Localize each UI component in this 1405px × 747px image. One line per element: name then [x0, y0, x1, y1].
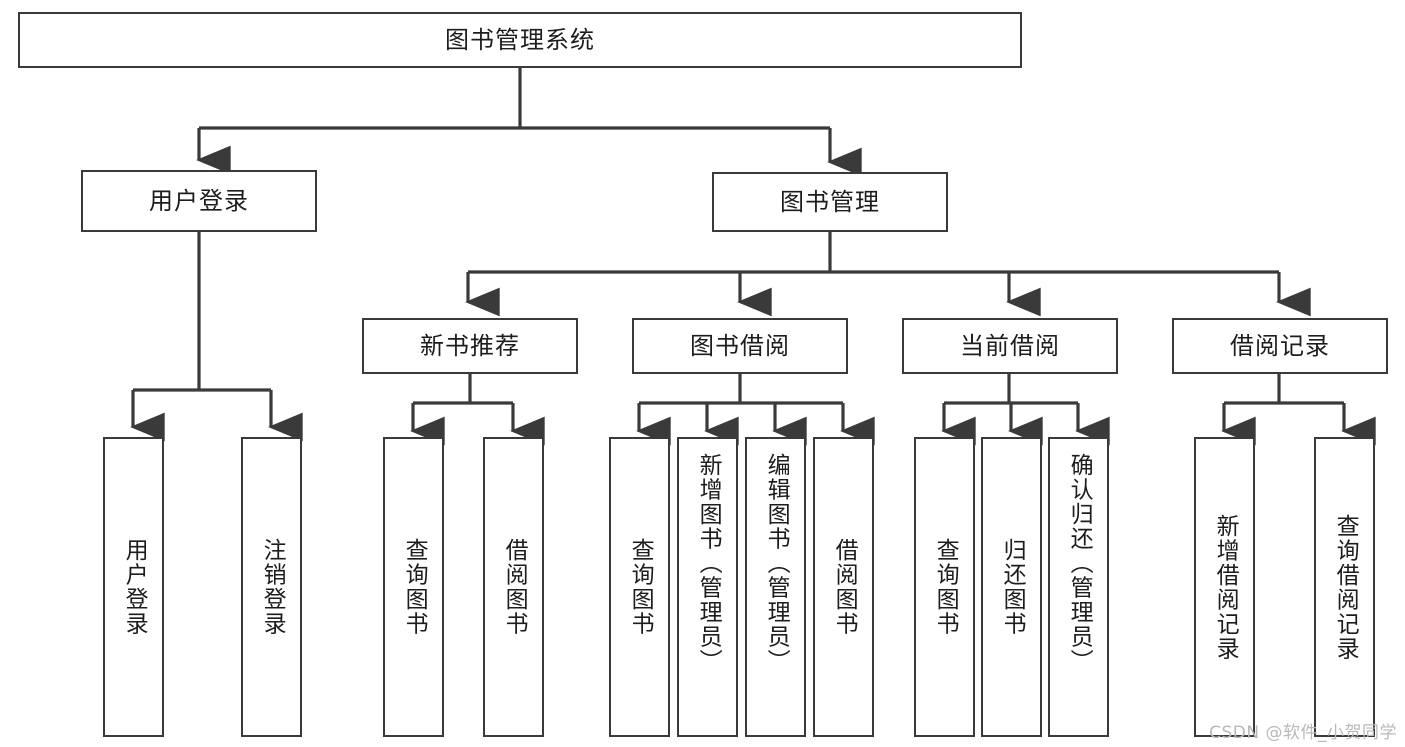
leaf-label: 用户登录 — [121, 538, 148, 636]
node-root-label: 图书管理系统 — [445, 25, 595, 54]
leaf-label: 借阅图书 — [831, 538, 858, 636]
leaf-label: 新增图书（管理员） — [695, 453, 722, 674]
leaf-current-query-books[interactable]: 查询图书 — [914, 437, 975, 737]
node-new-book-recommendation-label: 新书推荐 — [420, 331, 520, 360]
leaf-user-login-signout[interactable]: 注销登录 — [241, 437, 302, 737]
node-borrow-records-label: 借阅记录 — [1230, 331, 1330, 360]
leaf-current-confirm-return-admin[interactable]: 确认归还（管理员） — [1048, 437, 1109, 737]
node-current-borrowing-label: 当前借阅 — [960, 331, 1060, 360]
leaf-records-add-record[interactable]: 新增借阅记录 — [1194, 437, 1255, 737]
leaf-borrow-edit-book-admin[interactable]: 编辑图书（管理员） — [745, 437, 806, 737]
leaf-label: 借阅图书 — [501, 538, 528, 636]
leaf-label: 编辑图书（管理员） — [763, 453, 790, 674]
leaf-borrow-query-books[interactable]: 查询图书 — [609, 437, 670, 737]
leaf-user-login-signin[interactable]: 用户登录 — [103, 437, 164, 737]
node-book-management[interactable]: 图书管理 — [712, 172, 948, 232]
leaf-label: 确认归还（管理员） — [1066, 453, 1093, 674]
leaf-label: 查询图书 — [627, 538, 654, 636]
leaf-new-book-query-books[interactable]: 查询图书 — [383, 437, 444, 737]
csdn-watermark: CSDN @软件_小贺同学 — [1209, 723, 1397, 743]
node-book-management-label: 图书管理 — [780, 187, 880, 216]
node-user-login-label: 用户登录 — [149, 186, 249, 215]
leaf-label: 归还图书 — [999, 538, 1026, 636]
leaf-new-book-borrow-books[interactable]: 借阅图书 — [483, 437, 544, 737]
leaf-current-return-books[interactable]: 归还图书 — [981, 437, 1042, 737]
leaf-label: 查询图书 — [932, 538, 959, 636]
leaf-borrow-add-book-admin[interactable]: 新增图书（管理员） — [677, 437, 738, 737]
leaf-borrow-borrow-books[interactable]: 借阅图书 — [813, 437, 874, 737]
node-new-book-recommendation[interactable]: 新书推荐 — [362, 318, 578, 374]
node-book-borrowing-label: 图书借阅 — [690, 331, 790, 360]
node-root-book-management-system[interactable]: 图书管理系统 — [18, 12, 1022, 68]
node-user-login[interactable]: 用户登录 — [81, 170, 317, 232]
leaf-records-query-record[interactable]: 查询借阅记录 — [1314, 437, 1375, 737]
leaf-label: 查询图书 — [401, 538, 428, 636]
leaf-label: 查询借阅记录 — [1332, 513, 1359, 661]
leaf-label: 注销登录 — [259, 538, 286, 636]
node-borrow-records[interactable]: 借阅记录 — [1172, 318, 1388, 374]
leaf-label: 新增借阅记录 — [1212, 513, 1239, 661]
node-book-borrowing[interactable]: 图书借阅 — [632, 318, 848, 374]
node-current-borrowing[interactable]: 当前借阅 — [902, 318, 1118, 374]
